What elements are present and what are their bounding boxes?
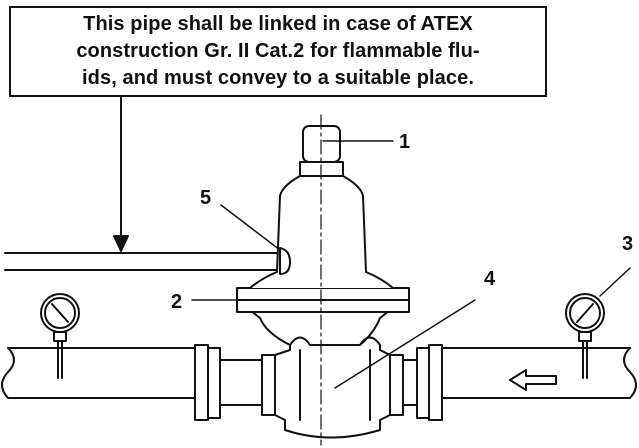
note-line-2: construction Gr. II Cat.2 for flammable … [76, 40, 480, 62]
note-line-1: This pipe shall be linked in case of ATE… [83, 13, 473, 35]
vent-pipe [4, 252, 281, 271]
diaphragm-flange [236, 287, 410, 313]
callout-4: 4 [484, 268, 496, 290]
valve-neck [249, 309, 391, 346]
callout-2: 2 [171, 291, 182, 313]
main-pipe-left [1, 347, 196, 399]
callout-1: 1 [399, 131, 410, 153]
leader-line-5 [220, 204, 281, 251]
left-pressure-gauge-icon [40, 293, 80, 379]
valve-body [274, 336, 391, 439]
leader-line-4 [334, 299, 476, 389]
right-pressure-gauge-icon [565, 293, 605, 379]
callout-5: 5 [200, 187, 211, 209]
left-flange [194, 344, 276, 421]
leader-line-3 [599, 267, 631, 297]
right-flange [389, 344, 443, 421]
note-line-3: ids, and must convey to a suitable place… [82, 67, 474, 89]
atex-note-box: This pipe shall be linked in case of ATE… [9, 6, 547, 97]
main-pipe-right [441, 347, 637, 399]
flow-arrow-icon [509, 369, 557, 391]
callout-3: 3 [622, 233, 633, 255]
note-arrow [113, 96, 129, 252]
vent-connection [279, 247, 291, 275]
